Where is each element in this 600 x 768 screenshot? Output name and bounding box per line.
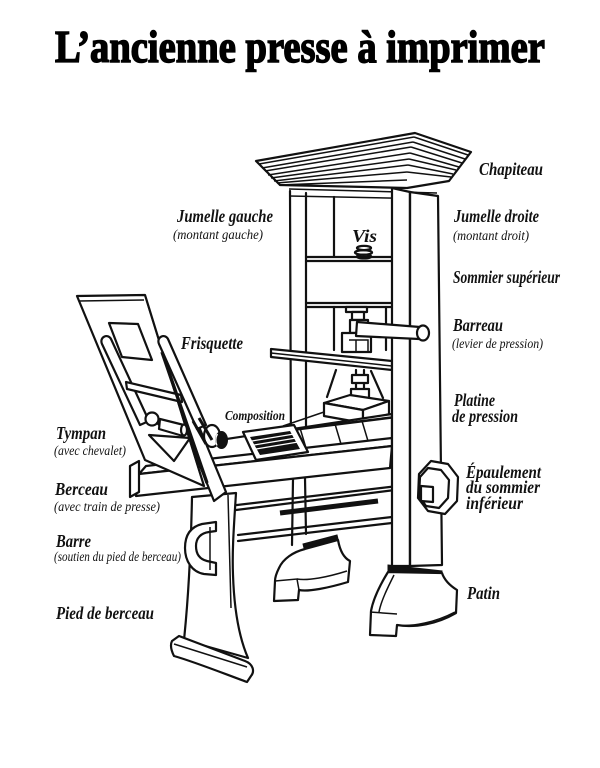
svg-text:Jumelle gauche: Jumelle gauche	[176, 206, 273, 226]
svg-text:Sommier supérieur: Sommier supérieur	[453, 267, 560, 287]
svg-text:L’ancienne presse à imprimer: L’ancienne presse à imprimer	[55, 23, 545, 72]
svg-text:du sommier: du sommier	[466, 477, 540, 497]
svg-text:Vis: Vis	[352, 226, 377, 246]
svg-text:(soutien du pied de berceau): (soutien du pied de berceau)	[54, 550, 181, 565]
svg-text:Frisquette: Frisquette	[180, 333, 243, 353]
svg-text:(montant droit): (montant droit)	[453, 229, 529, 244]
svg-text:(levier de pression): (levier de pression)	[452, 337, 543, 352]
svg-text:Tympan: Tympan	[56, 423, 106, 443]
svg-text:Barre: Barre	[55, 531, 91, 551]
svg-text:Berceau: Berceau	[54, 479, 108, 499]
svg-text:Patin: Patin	[466, 583, 500, 603]
svg-text:(avec chevalet): (avec chevalet)	[54, 444, 126, 459]
svg-text:de pression: de pression	[452, 406, 518, 426]
svg-text:Composition: Composition	[225, 409, 285, 424]
svg-text:inférieur: inférieur	[466, 493, 523, 513]
svg-text:Jumelle droite: Jumelle droite	[453, 206, 539, 226]
svg-text:Épaulement: Épaulement	[465, 462, 542, 482]
svg-text:Pied de berceau: Pied de berceau	[55, 603, 154, 623]
svg-text:Chapiteau: Chapiteau	[479, 159, 543, 179]
svg-text:Barreau: Barreau	[452, 315, 503, 335]
svg-text:(montant gauche): (montant gauche)	[173, 228, 263, 243]
svg-text:(avec train de presse): (avec train de presse)	[54, 500, 160, 515]
svg-text:Platine: Platine	[453, 390, 495, 410]
